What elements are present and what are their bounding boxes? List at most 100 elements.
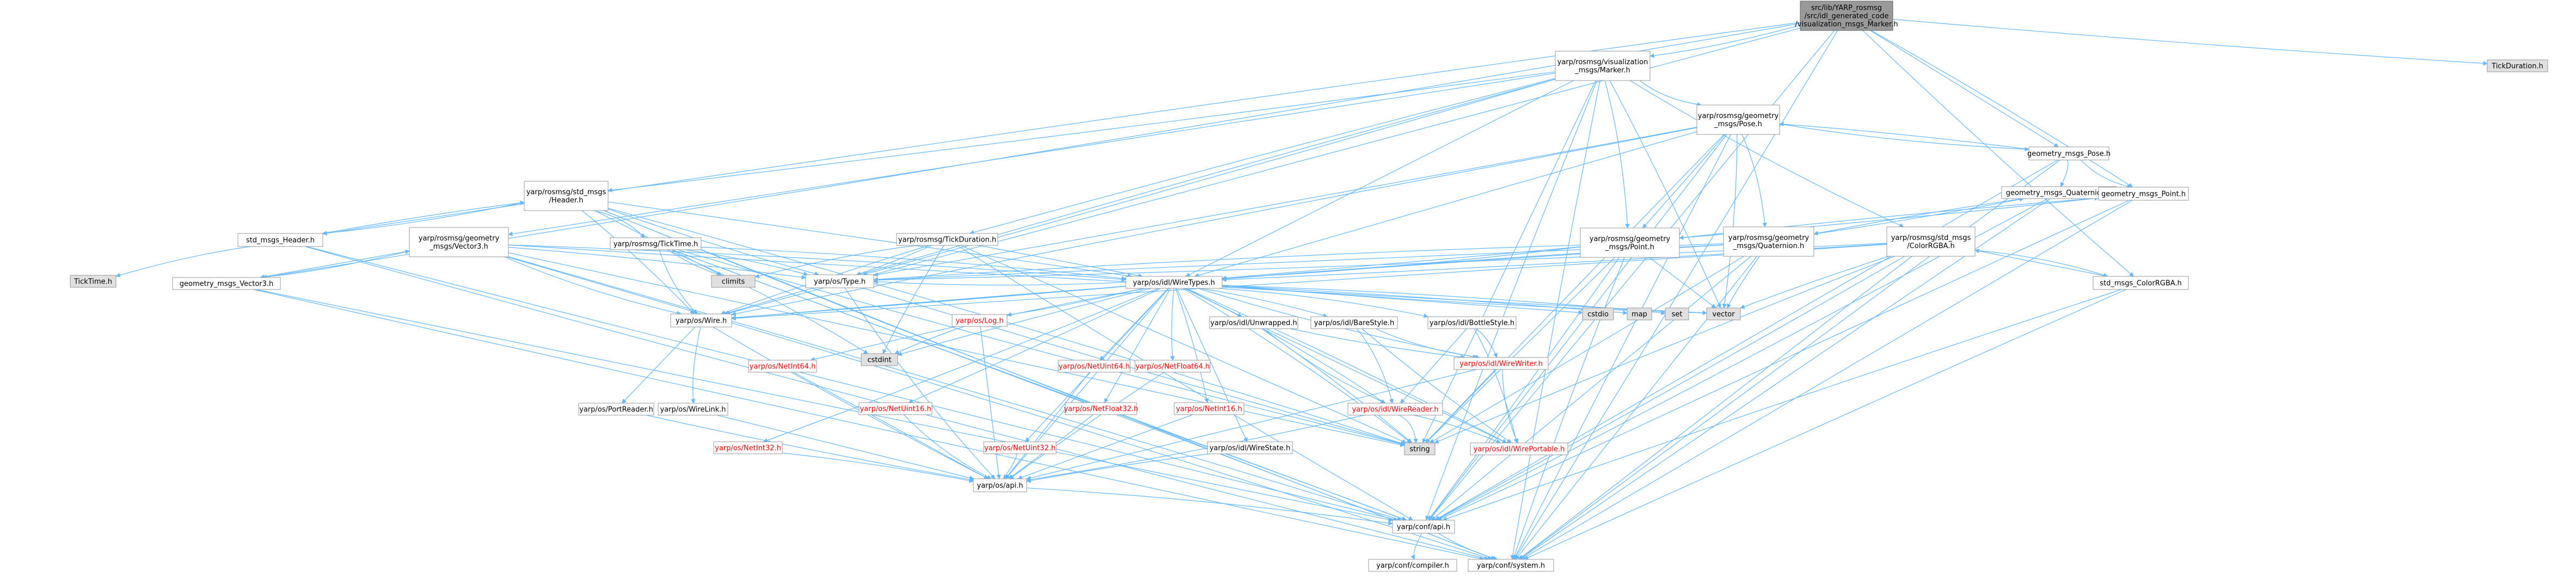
edge-config_api-to-compiler: [1410, 533, 1422, 560]
node-header[interactable]: yarp/rosmsg/std_msgs/Header.h: [524, 181, 609, 211]
node-netuint32[interactable]: yarp/os/NetUint32.h: [983, 441, 1057, 454]
node-label-ticktime-0: yarp/rosmsg/TickTime.h: [614, 240, 698, 249]
node-map: map: [1627, 307, 1652, 320]
node-label-header-0: yarp/rosmsg/std_msgs: [526, 188, 606, 196]
node-barestyle[interactable]: yarp/os/idl/BareStyle.h: [1310, 316, 1398, 329]
edge-marker-to-header: [608, 71, 1556, 193]
node-system[interactable]: yarp/conf/system.h: [1468, 559, 1554, 572]
node-gm_point[interactable]: geometry_msgs_Point.h: [2098, 187, 2189, 201]
node-netuint64[interactable]: yarp/os/NetUint64.h: [1058, 360, 1131, 373]
edge-header-to-wire: [581, 210, 695, 314]
node-std_color[interactable]: std_msgs_ColorRGBA.h: [2093, 276, 2189, 290]
edge-wire-to-portreader: [621, 326, 695, 404]
node-box-header: [524, 181, 609, 211]
node-netuint16[interactable]: yarp/os/NetUint16.h: [858, 402, 933, 415]
node-label-cstdio-0: cstdio: [1587, 311, 1609, 319]
edge-root-to-gm_point: [1870, 30, 2133, 188]
edge-unwrapped-to-string: [1261, 328, 1413, 443]
node-unwrapped[interactable]: yarp/os/idl/Unwrapped.h: [1209, 316, 1298, 329]
nodes-layer: src/lib/YARP_rosmsg/src/idl_generated_co…: [70, 1, 2548, 572]
node-box-tickdur: [896, 233, 998, 246]
node-marker[interactable]: yarp/rosmsg/visualization_msgs/Marker.h: [1555, 51, 1651, 81]
node-box-map: [1627, 307, 1652, 320]
node-bottlestyle[interactable]: yarp/os/idl/BottleStyle.h: [1427, 316, 1517, 329]
node-label-marker-0: yarp/rosmsg/visualization: [1557, 58, 1648, 66]
node-box-std_header: [237, 233, 323, 247]
node-box-portreader: [578, 403, 654, 416]
edge-wiretypes-to-netuint16: [908, 288, 1161, 403]
edge-config_api-to-system: [1438, 533, 1498, 560]
node-compiler[interactable]: yarp/conf/compiler.h: [1368, 559, 1457, 572]
node-netint16[interactable]: yarp/os/NetInt16.h: [1174, 402, 1244, 415]
node-wiretypes[interactable]: yarp/os/idl/WireTypes.h: [1125, 276, 1223, 289]
node-box-netuint32: [983, 441, 1057, 454]
edge-quat-to-system: [1515, 256, 1757, 560]
edge-netfloat64-to-api: [1009, 372, 1164, 479]
node-label-log-0: yarp/os/Log.h: [955, 317, 1003, 325]
node-label-wirewriter-0: yarp/os/idl/WireWriter.h: [1459, 360, 1543, 368]
node-api[interactable]: yarp/os/api.h: [973, 478, 1027, 492]
edge-std_header-to-config_api: [306, 246, 1398, 522]
edge-log-to-api: [980, 326, 1001, 479]
node-colorrgba[interactable]: yarp/rosmsg/std_msgs/ColorRGBA.h: [1886, 226, 1976, 257]
edge-netuint32-to-api: [1003, 453, 1017, 479]
node-wirestate[interactable]: yarp/os/idl/WireState.h: [1207, 441, 1293, 454]
node-label-netint32-0: yarp/os/NetInt32.h: [715, 445, 781, 453]
node-quat[interactable]: yarp/rosmsg/geometry_msgs/Quaternion.h: [1723, 226, 1814, 257]
node-point[interactable]: yarp/rosmsg/geometry_msgs/Point.h: [1580, 227, 1680, 258]
node-log[interactable]: yarp/os/Log.h: [952, 314, 1008, 327]
edge-unwrapped-to-wirewriter: [1290, 328, 1465, 360]
edge-wirereader-to-api: [1026, 415, 1365, 482]
node-vector3[interactable]: yarp/rosmsg/geometry_msgs/Vector3.h: [409, 227, 509, 257]
node-wire[interactable]: yarp/os/Wire.h: [670, 313, 732, 328]
node-wirereader[interactable]: yarp/os/idl/WireReader.h: [1347, 403, 1443, 416]
edge-bottlestyle-to-wirewriter: [1476, 328, 1498, 358]
edge-netuint16-to-api: [903, 414, 992, 479]
edge-wiretypes-to-netfloat64: [1170, 288, 1175, 361]
node-config_api[interactable]: yarp/conf/api.h: [1392, 520, 1455, 534]
node-label-netuint16-0: yarp/os/NetUint16.h: [860, 405, 931, 414]
node-label-gm_pose-0: geometry_msgs_Pose.h: [2027, 150, 2111, 158]
node-gm_quat[interactable]: geometry_msgs_Quaternion.h: [2001, 186, 2117, 199]
node-box-unwrapped: [1209, 316, 1298, 329]
node-gm_vector3[interactable]: geometry_msgs_Vector3.h: [172, 277, 281, 290]
node-netint32[interactable]: yarp/os/NetInt32.h: [713, 441, 783, 454]
edge-header-to-system: [603, 210, 1496, 560]
node-box-gm_point: [2098, 187, 2189, 201]
node-label-root-1: /src/idl_generated_code: [1805, 13, 1889, 21]
edge-gm_vector3-to-config_api: [255, 289, 1393, 522]
node-label-gm_point-0: geometry_msgs_Point.h: [2101, 190, 2186, 199]
edge-netint16-to-api: [1017, 414, 1193, 480]
node-label-root-0: src/lib/YARP_rosmsg: [1811, 4, 1882, 13]
edge-wiretypes-to-set: [1222, 285, 1666, 316]
node-box-netint32: [713, 441, 783, 454]
node-box-compiler: [1368, 559, 1457, 572]
node-wirelink[interactable]: yarp/os/WireLink.h: [658, 403, 728, 416]
edge-gm_pose-to-gm_quat: [2060, 159, 2069, 187]
edge-colorrgba-to-config_api: [1434, 256, 1905, 521]
edge-ticktime-to-string: [678, 249, 1405, 446]
node-label-netuint64-0: yarp/os/NetUint64.h: [1059, 363, 1130, 371]
node-netfloat32[interactable]: yarp/os/NetFloat32.h: [1064, 402, 1138, 415]
node-type[interactable]: yarp/os/Type.h: [805, 274, 874, 288]
node-gm_pose[interactable]: geometry_msgs_Pose.h: [2027, 146, 2111, 161]
edge-wiretypes-to-wireportable: [1186, 288, 1507, 443]
node-netfloat64[interactable]: yarp/os/NetFloat64.h: [1134, 360, 1211, 373]
node-portreader[interactable]: yarp/os/PortReader.h: [578, 403, 654, 416]
edge-marker-to-pose: [1639, 80, 1702, 107]
node-box-std_color: [2093, 276, 2189, 290]
node-pose[interactable]: yarp/rosmsg/geometry_msgs/Pose.h: [1696, 104, 1780, 135]
node-netint64[interactable]: yarp/os/NetInt64.h: [748, 360, 817, 373]
node-wireportable[interactable]: yarp/os/idl/WirePortable.h: [1470, 442, 1568, 455]
edge-portreader-to-api: [646, 415, 974, 482]
edge-header-to-wiretypes: [608, 201, 1133, 279]
node-tickdur[interactable]: yarp/rosmsg/TickDuration.h: [896, 233, 998, 246]
edge-std_color-to-config_api: [1442, 289, 2122, 521]
node-std_header[interactable]: std_msgs_Header.h: [237, 233, 323, 247]
node-wirewriter[interactable]: yarp/os/idl/WireWriter.h: [1453, 357, 1549, 370]
edge-ticktime-to-wiretypes: [701, 246, 1126, 281]
edge-pose-to-gm_pose: [1779, 124, 2029, 152]
edge-type-to-api: [844, 287, 996, 479]
node-ticktime[interactable]: yarp/rosmsg/TickTime.h: [610, 237, 702, 250]
node-label-config_api-0: yarp/conf/api.h: [1397, 523, 1450, 532]
